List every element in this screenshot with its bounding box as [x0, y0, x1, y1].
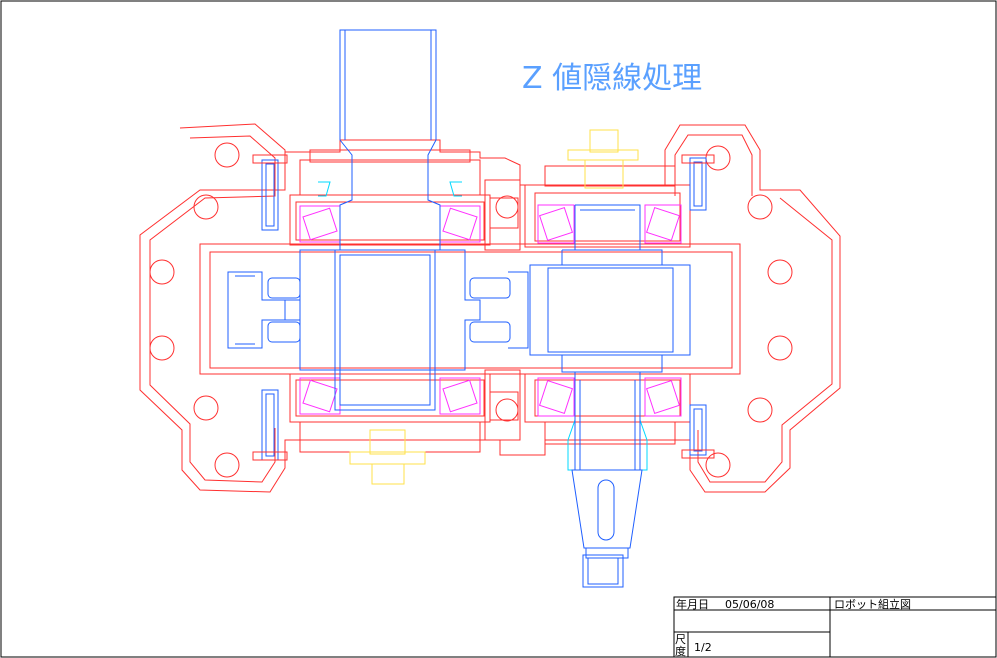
top-oil-cap — [589, 129, 619, 153]
bolt-hole — [495, 195, 519, 219]
drawing-title: ロボット組立図 — [834, 597, 911, 611]
scale-value: 1/2 — [694, 641, 712, 654]
bolt — [261, 389, 279, 461]
left-bearing-housing-bottom — [289, 373, 491, 423]
bolt-hole — [767, 259, 793, 285]
shafts-and-gears — [227, 29, 715, 588]
bolt-hole — [214, 142, 240, 168]
date-value: 05/06/08 — [725, 598, 774, 611]
output-gear — [529, 264, 691, 356]
housing-inner-outline-right — [697, 197, 833, 483]
scale-label-bottom: 度 — [675, 644, 686, 658]
oil-seals — [318, 181, 648, 471]
output-shaft-end — [582, 554, 624, 588]
bolt-hole — [705, 145, 731, 171]
gearbox-housing — [139, 123, 841, 493]
date-label: 年月日 — [676, 597, 709, 611]
housing-outline — [139, 123, 841, 493]
left-hub — [227, 271, 301, 349]
bolt-hole — [747, 397, 773, 423]
bolt — [689, 404, 707, 456]
bolt-hole — [747, 194, 773, 220]
housing-inner-outline-top-right — [674, 134, 753, 196]
pinion-gear — [284, 249, 481, 371]
bolt-hole — [149, 335, 175, 361]
bolt — [261, 159, 279, 231]
output-shaft-taper — [571, 469, 643, 549]
scale-label-top: 尺 — [675, 633, 686, 646]
bolt-hole — [193, 194, 219, 220]
right-bearing-housing-top — [524, 184, 691, 248]
bolt-hole — [767, 335, 793, 361]
center-body-inner — [209, 251, 733, 369]
bolt-hole — [214, 452, 240, 478]
bolt-hole — [193, 395, 219, 421]
annotation-text: Z 値隠線処理 — [522, 61, 702, 96]
bolt-hole — [705, 452, 731, 478]
bolt-hole — [495, 398, 519, 422]
title-block — [673, 596, 997, 658]
bolt — [689, 157, 707, 211]
oil-caps — [349, 129, 639, 485]
bottom-oil-cap — [369, 429, 406, 455]
bolt-hole — [149, 259, 175, 285]
output-shaft — [574, 204, 641, 250]
housing-inner-outline — [149, 135, 276, 483]
